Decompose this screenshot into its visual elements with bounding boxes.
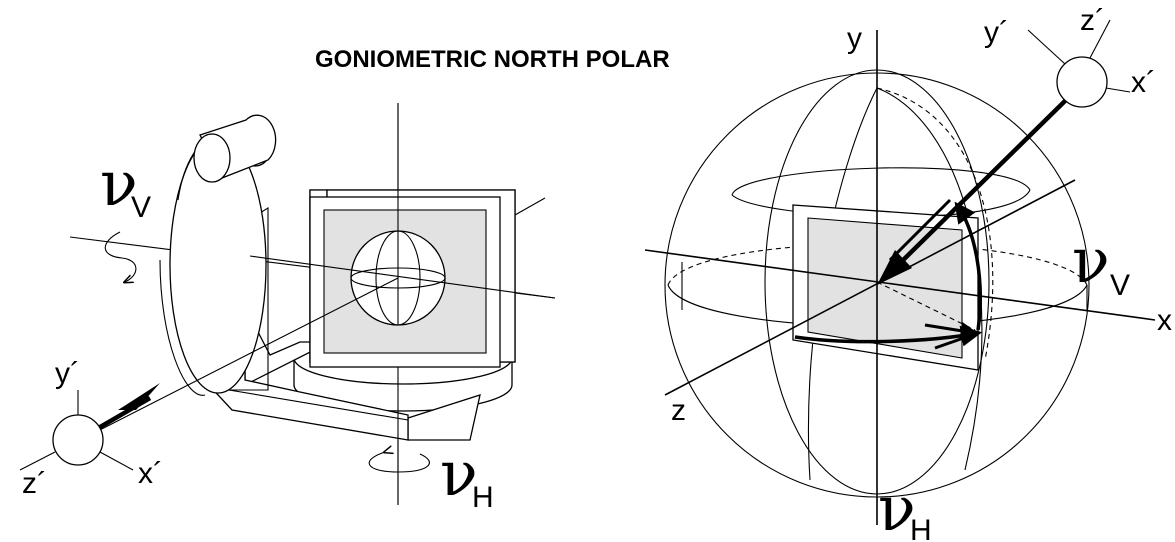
sphere-sample-panel <box>807 217 963 359</box>
left-x-axis-label: x´ <box>138 457 163 490</box>
incident-beam <box>89 277 399 436</box>
left-nu-v-symbol: ν <box>100 147 138 220</box>
left-y-axis-label: y´ <box>55 357 80 390</box>
projection-dashed <box>876 281 976 331</box>
right-nu-v-symbol: ν <box>1072 224 1110 297</box>
left-source-frame <box>19 390 134 471</box>
beam-arrow-head <box>118 383 160 410</box>
sphere-meridian-back <box>876 87 994 361</box>
left-z-axis-label: z´ <box>22 467 47 500</box>
sphere-beam <box>893 98 1068 270</box>
left-nu-v-subscript: V <box>131 191 151 224</box>
right-nu-h-symbol: ν <box>878 472 916 542</box>
left-nu-h-subscript: H <box>472 481 494 514</box>
x-axis <box>644 249 1156 321</box>
right-source-z-label: z´ <box>1080 4 1105 37</box>
vertical-disk <box>159 114 277 396</box>
polar-sphere <box>644 19 1156 525</box>
left-nu-h-symbol: ν <box>440 437 478 510</box>
goniometer-apparatus <box>19 103 556 505</box>
horizontal-rotation-arrow <box>368 452 430 473</box>
vertical-angle-arc <box>954 201 982 331</box>
right-nu-h-subscript: H <box>910 514 932 542</box>
right-x-axis-label: x <box>1157 304 1172 337</box>
right-source-x-label: x´ <box>1131 66 1156 99</box>
sphere-beam-head <box>877 250 912 285</box>
right-y-axis-label: y <box>847 22 862 55</box>
sample-holder <box>309 189 546 368</box>
vertical-rotation-arrow <box>104 231 137 282</box>
right-nu-v-subscript: V <box>1110 269 1130 302</box>
right-z-axis-label: z <box>671 394 686 427</box>
diagram-title: GONIOMETRIC NORTH POLAR <box>315 46 670 73</box>
right-source-y-label: y´ <box>984 16 1009 49</box>
right-source-frame <box>1027 19 1131 108</box>
z-axis <box>664 179 1076 396</box>
